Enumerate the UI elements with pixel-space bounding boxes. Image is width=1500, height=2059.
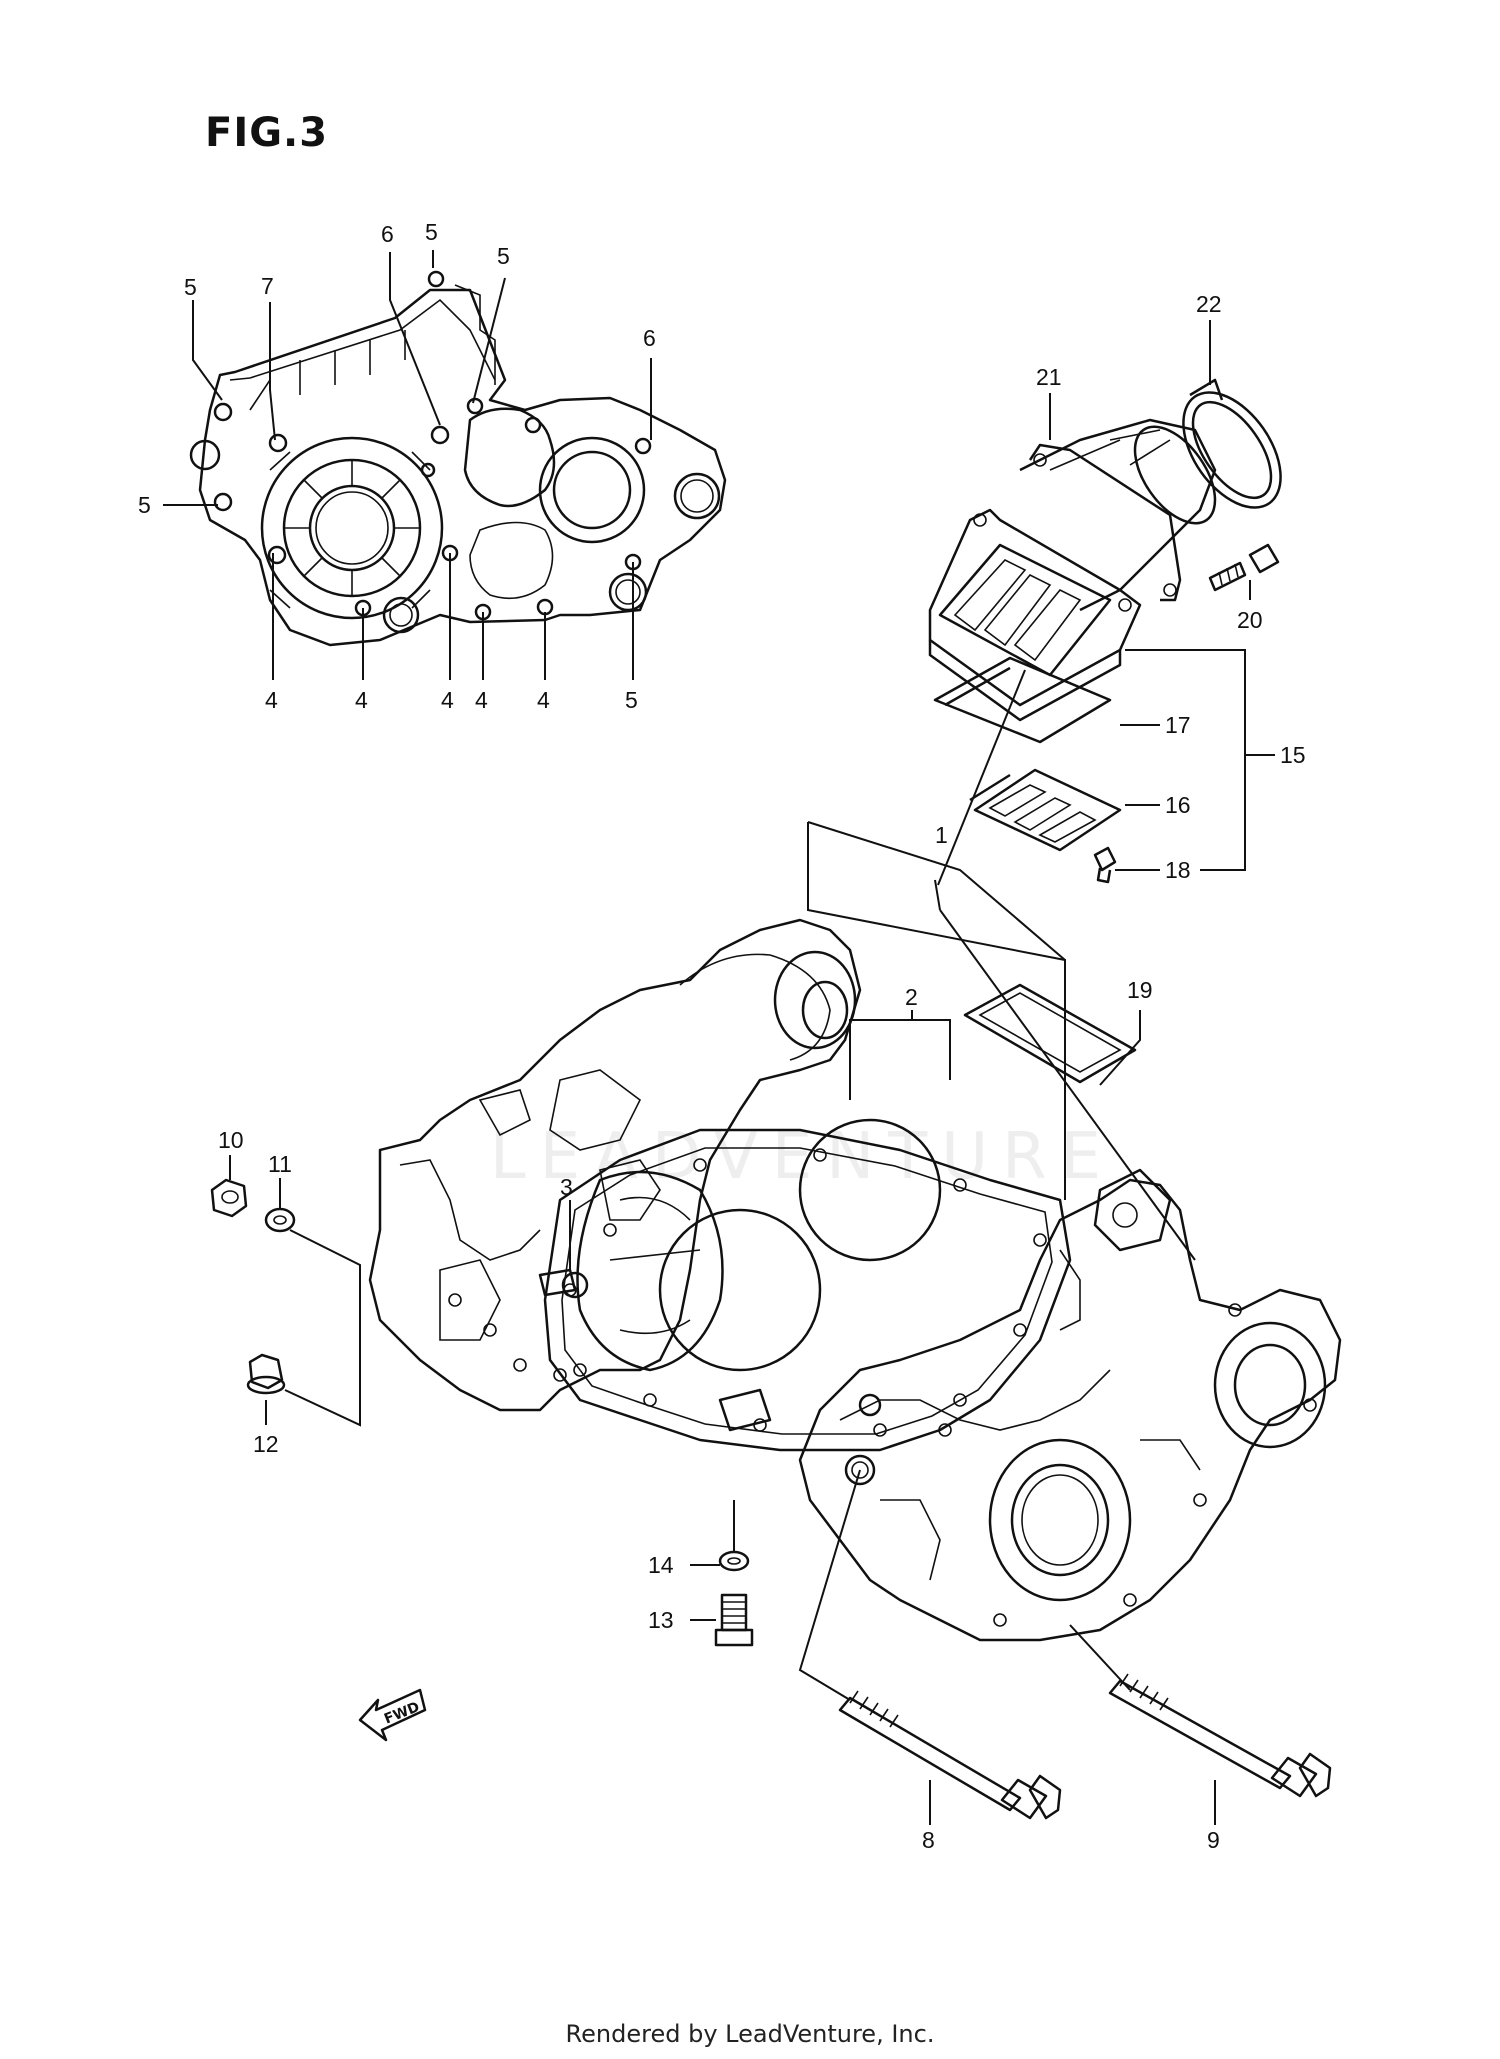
callout-10: 10 [218,1127,244,1153]
callout-14: 14 [648,1552,674,1578]
figure-title: FIG.3 [205,110,329,156]
callout-13: 13 [648,1607,674,1633]
callout-18: 18 [1165,857,1191,883]
callout-5: 5 [425,219,438,245]
callout-17: 17 [1165,712,1191,738]
callout-15: 15 [1280,742,1306,768]
crankcase-main-exploded [368,918,1342,1642]
callout-6: 6 [381,221,394,247]
callout-4: 4 [441,687,454,713]
callout-9: 9 [1207,1827,1220,1853]
callout-4: 4 [355,687,368,713]
callout-21: 21 [1036,364,1062,390]
footer-credit: Rendered by LeadVenture, Inc. [565,2020,935,2048]
callout-8: 8 [922,1827,935,1853]
callout-11: 11 [268,1151,292,1177]
callout-2: 2 [905,984,918,1010]
callout-5: 5 [184,274,197,300]
callout-5: 5 [497,243,510,269]
forward-arrow-icon [358,1688,427,1742]
callout-4: 4 [537,687,550,713]
callout-19: 19 [1127,977,1153,1003]
small-hardware: FWD [210,1178,1332,1820]
callout-12: 12 [253,1431,279,1457]
crankcase-left-half-view [189,270,727,647]
callout-1: 1 [935,822,948,848]
callout-4: 4 [265,687,278,713]
callout-6: 6 [643,325,656,351]
callout-20: 20 [1237,607,1263,633]
callout-7: 7 [261,273,274,299]
leader-lines [163,250,1275,1825]
callout-3: 3 [560,1174,573,1200]
callout-16: 16 [1165,792,1191,818]
callout-5: 5 [138,492,151,518]
callout-labels: 1 2 3 4 4 4 4 4 5 5 5 5 5 6 6 7 8 9 10 1… [138,219,1306,1853]
callout-4: 4 [475,687,488,713]
callout-22: 22 [1196,291,1222,317]
intake-reed-valve-assembly [928,378,1282,884]
callout-5: 5 [625,687,638,713]
